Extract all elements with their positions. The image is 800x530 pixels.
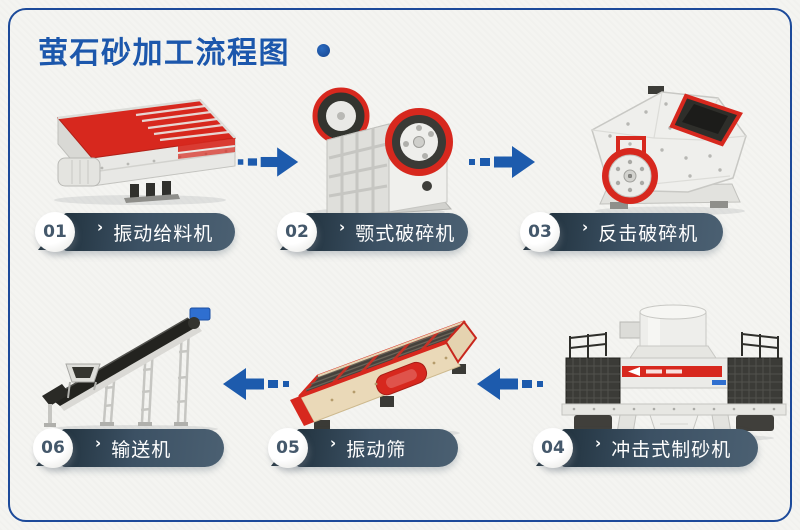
step-label: 输送机	[111, 438, 172, 461]
machine-jaw-crusher	[293, 82, 458, 217]
machine-vibrating-screen	[288, 306, 488, 441]
step-label: 振动给料机	[113, 222, 214, 245]
step-number-badge: 03	[520, 212, 560, 252]
step-label-banner: › 颚式破碎机	[280, 213, 468, 251]
chevron-right-icon: ›	[339, 218, 346, 236]
chevron-right-icon: ›	[595, 434, 602, 452]
step-number-badge: 02	[277, 212, 317, 252]
arrow-right-icon	[469, 146, 535, 178]
step-label-banner: › 反击破碎机	[523, 213, 723, 251]
title-dot-icon	[317, 44, 330, 57]
chevron-right-icon: ›	[582, 218, 589, 236]
chevron-right-icon: ›	[95, 434, 102, 452]
flow-arrow-right-1	[236, 140, 300, 184]
chevron-right-icon: ›	[330, 434, 337, 452]
step-number-badge: 06	[33, 428, 73, 468]
step-number-badge: 05	[268, 428, 308, 468]
step-label: 冲击式制砂机	[611, 438, 732, 461]
step-label-banner: › 冲击式制砂机	[536, 429, 758, 467]
chevron-right-icon: ›	[97, 218, 104, 236]
step-number-badge: 01	[35, 212, 75, 252]
flow-arrow-left-2	[220, 362, 292, 406]
machine-belt-conveyor	[38, 296, 233, 436]
impact-crusher-icon	[591, 86, 747, 216]
sand-making-machine-icon	[561, 304, 787, 442]
page-title: 萤石砂加工流程图	[38, 36, 290, 71]
step-label: 反击破碎机	[598, 222, 699, 245]
step-label-banner: › 输送机	[36, 429, 224, 467]
belt-conveyor-icon	[42, 307, 218, 433]
machine-sand-making-machine	[560, 298, 788, 443]
flow-arrow-left-1	[474, 362, 546, 406]
vibrating-screen-icon	[290, 320, 478, 438]
machine-vibrating-feeder	[28, 88, 238, 208]
arrow-right-icon	[237, 147, 299, 177]
vibrating-feeder-icon	[54, 98, 237, 205]
step-label: 振动筛	[346, 438, 407, 461]
step-label: 颚式破碎机	[355, 222, 456, 245]
flow-arrow-right-2	[466, 140, 538, 184]
step-label-banner: › 振动筛	[271, 429, 458, 467]
arrow-left-icon	[223, 368, 289, 400]
step-label-banner: › 振动给料机	[38, 213, 235, 251]
arrow-left-icon	[477, 368, 543, 400]
jaw-crusher-icon	[312, 87, 453, 217]
machine-impact-crusher	[570, 80, 765, 218]
step-number-badge: 04	[533, 428, 573, 468]
